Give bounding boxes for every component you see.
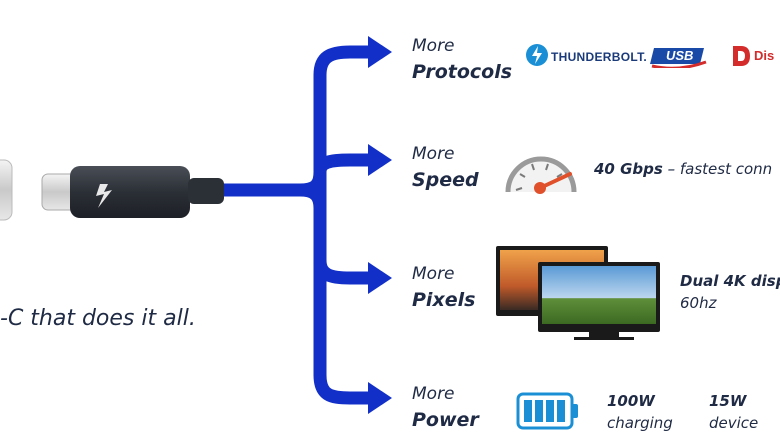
speed-dash: – <box>662 160 680 178</box>
branch-title: Protocols <box>412 61 513 83</box>
usb-logo: USB <box>650 44 708 68</box>
displayport-icon <box>733 46 750 66</box>
speed-detail: 40 Gbps – fastest conn <box>594 160 772 178</box>
displayport-text: Dis <box>754 48 775 63</box>
branch-protocols: More Protocols <box>412 38 512 82</box>
arrow-junction <box>299 171 327 209</box>
speed-value: 40 Gbps <box>594 160 663 178</box>
branch-title: Pixels <box>412 289 476 311</box>
thunderbolt-icon <box>96 184 112 208</box>
speed-text: fastest conn <box>679 160 773 178</box>
power-device-label: device <box>709 414 759 432</box>
cable-illustration <box>0 159 224 221</box>
branch-speed: More Speed <box>412 146 479 190</box>
cable-connector-body <box>70 166 190 218</box>
arrow-branch-speed <box>313 153 372 173</box>
usb-logo-text: USB <box>666 48 694 63</box>
branch-pixels: More Pixels <box>412 266 475 310</box>
arrowhead-protocols <box>368 36 392 68</box>
arrowhead-pixels <box>368 262 392 294</box>
branch-power: More Power <box>412 386 479 430</box>
cable-strain-relief <box>188 178 224 204</box>
pixels-line1: Dual 4K disp <box>680 272 780 290</box>
arrowhead-power <box>368 382 392 414</box>
thunderbolt-logo-icon <box>526 44 548 66</box>
arrowhead-speed <box>368 144 392 176</box>
power-charging-value: 100W <box>607 392 655 410</box>
branch-more-label: More <box>412 384 455 404</box>
branch-more-label: More <box>412 264 455 284</box>
monitor-icon <box>496 246 660 340</box>
left-device-port <box>0 159 13 221</box>
thunderbolt-logo-text: THUNDERBOLT. <box>551 50 648 64</box>
branch-more-label: More <box>412 36 455 56</box>
power-charging-label: charging <box>607 414 673 432</box>
power-device-value: 15W <box>709 392 747 410</box>
arrow-branch-pixels <box>313 259 372 285</box>
tagline: -C that does it all. <box>0 306 196 331</box>
branch-title: Speed <box>412 169 479 191</box>
speedometer-icon <box>505 156 577 194</box>
battery-icon <box>516 392 578 430</box>
arrow-trunk <box>313 45 372 405</box>
branch-more-label: More <box>412 144 455 164</box>
pixels-line2: 60hz <box>680 294 717 312</box>
branch-title: Power <box>412 409 479 431</box>
